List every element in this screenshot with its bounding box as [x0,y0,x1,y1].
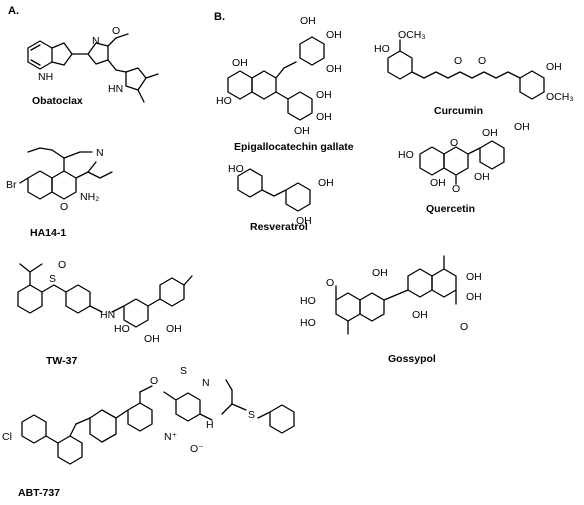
ha14-structure [19,147,113,200]
egcg-oh8-label: OH [294,125,310,137]
ha14-br-label: Br [6,179,17,191]
egcg-oh2-label: HO [216,95,232,107]
gossypol-structure [335,255,457,335]
egcg-oh7-label: OH [316,111,332,123]
curcumin-o2-label: O [478,55,486,67]
ha14-o-label: O [60,201,68,213]
gossypol-oh2-label: OH [466,271,482,283]
tw37-oh1-label: HO [114,323,130,335]
ha14-n-label: N [96,147,104,159]
quercetin-o1-label: O [450,137,458,149]
gossypol-oh3-label: OH [466,291,482,303]
gossypol-o2-label: O [460,321,468,333]
egcg-structure [227,36,325,121]
resveratrol-oh1-label: OH [318,177,334,189]
obatoclax-n-label: N [92,35,100,47]
gossypol-ho1-label: HO [300,295,316,307]
obatoclax-hn-label: HN [108,83,123,95]
gossypol-ho2-label: HO [300,317,316,329]
tw37-name: TW-37 [46,355,77,367]
quercetin-structure [419,140,505,185]
tw37-oh3-label: OH [166,323,182,335]
ha14-nh2-label: NH₂ [80,191,99,203]
tw37-s-label: S [49,273,56,285]
curcumin-name: Curcumin [434,105,483,117]
quercetin-o2-label: O [452,183,460,195]
gossypol-name: Gossypol [388,353,436,365]
egcg-oh1-label: OH [232,57,248,69]
quercetin-oh1-label: OH [482,127,498,139]
quercetin-oh2-label: OH [514,121,530,133]
gossypol-oh1-label: OH [372,267,388,279]
tw37-structure [17,263,193,328]
resveratrol-ho-label: HO [228,163,244,175]
egcg-oh5-label: OH [326,63,342,75]
curcumin-ho1-label: HO [374,43,390,55]
egcg-oh4-label: OH [326,29,342,41]
quercetin-oh3-label: OH [474,171,490,183]
curcumin-o1-label: O [454,55,462,67]
quercetin-oh4-label: OH [430,177,446,189]
abt737-s-label: S [180,365,187,377]
tw37-o-label: O [58,259,66,271]
abt737-n-label: N [202,377,210,389]
egcg-name: Epigallocatechin gallate [234,141,354,153]
abt737-nplus-label: N⁺ [164,431,178,443]
abt737-ominus-label: O⁻ [190,443,204,455]
resveratrol-name: Resveratrol [250,221,308,233]
abt737-o-label: O [150,375,158,387]
resveratrol-oh2-label: OH [296,215,312,227]
obatoclax-name: Obatoclax [32,95,83,107]
tw37-hn-label: HN [100,309,115,321]
curcumin-och3-1-label: OCH₃ [398,29,426,41]
obatoclax-structure [27,33,159,103]
egcg-oh6-label: OH [316,89,332,101]
obatoclax-o-label: O [112,25,120,37]
obatoclax-nh-label: NH [38,71,53,83]
curcumin-och3-2-label: OCH₃ [546,91,574,103]
egcg-oh3-label: OH [300,15,316,27]
panel-label-b: B. [214,11,225,23]
resveratrol-structure [237,168,311,212]
abt737-name: ABT-737 [18,487,60,499]
abt737-cl-label: Cl [2,431,12,443]
panel-label-a: A. [8,5,19,17]
abt737-structure [21,379,295,465]
quercetin-ho-label: HO [398,149,414,161]
abt737-h-label: H [206,419,214,431]
curcumin-oh2-label: OH [546,61,562,73]
abt737-s2-label: S [248,409,255,421]
tw37-oh2-label: OH [144,333,160,345]
quercetin-name: Quercetin [426,203,475,215]
ha14-name: HA14-1 [30,227,66,239]
gossypol-o1-label: O [326,277,334,289]
gossypol-oh4-label: OH [412,309,428,321]
curcumin-structure [387,39,545,100]
